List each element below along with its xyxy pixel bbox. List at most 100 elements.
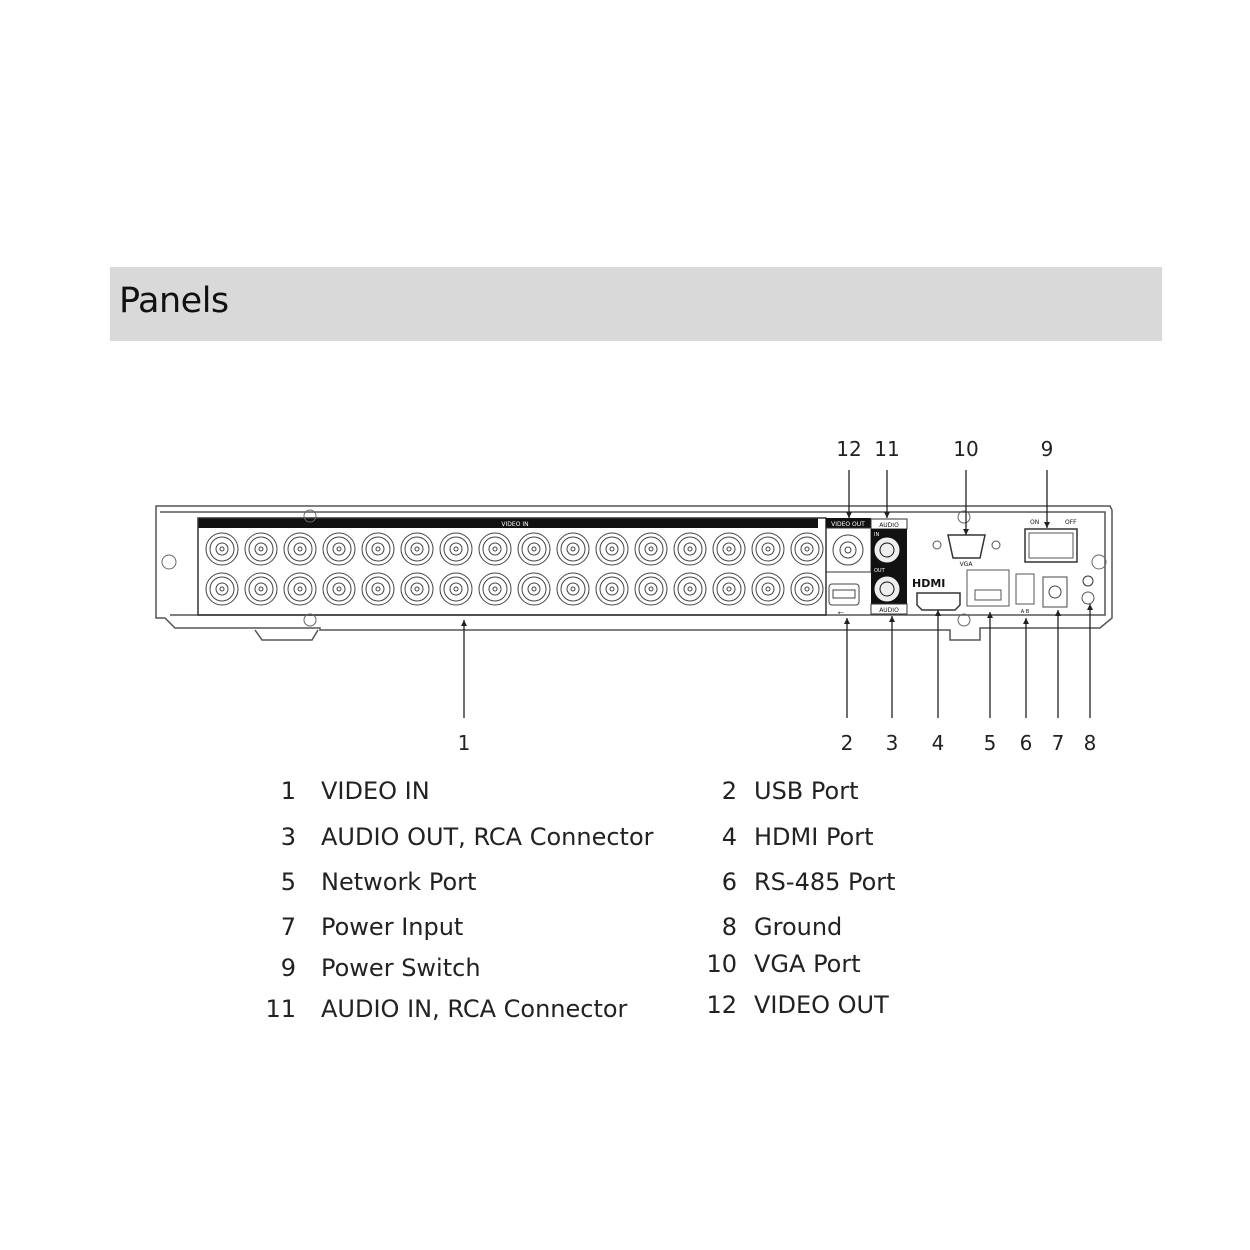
video-out-label: VIDEO OUT <box>831 521 865 528</box>
switch-off-label: OFF <box>1065 519 1077 526</box>
screws <box>161 509 1107 627</box>
bnc-connector <box>634 532 668 566</box>
legend-number: 11 <box>265 995 296 1023</box>
audio-bottom-label-box <box>870 603 908 615</box>
bnc-connector <box>595 532 629 566</box>
bnc-connector <box>478 572 512 606</box>
bnc-connector <box>361 572 395 606</box>
bnc-connector <box>790 572 824 606</box>
legend-label: Power Input <box>321 913 464 941</box>
legend-number: 1 <box>280 777 296 805</box>
callout-number: 7 <box>1052 731 1065 755</box>
callout-number: 11 <box>874 437 899 461</box>
usb-icon: ⭠ <box>838 608 845 617</box>
bnc-connector <box>283 572 317 606</box>
legend-number: 5 <box>280 868 296 896</box>
bnc-connector <box>673 572 707 606</box>
callout-number: 12 <box>836 437 861 461</box>
callout-arrow <box>461 620 467 626</box>
power-input <box>1042 576 1068 608</box>
bnc-connector <box>634 572 668 606</box>
vga-label: VGA <box>960 561 974 568</box>
legend-number: 4 <box>721 823 737 851</box>
audio-bottom-label: AUDIO <box>879 607 899 614</box>
bnc-connector <box>244 532 278 566</box>
callout-arrow <box>1055 610 1061 616</box>
legend-number: 8 <box>721 913 737 941</box>
bnc-connector <box>400 532 434 566</box>
legend-label: RS-485 Port <box>754 868 896 896</box>
callout-number: 2 <box>841 731 854 755</box>
legend-label: AUDIO OUT, RCA Connector <box>321 823 654 851</box>
bnc-connector <box>712 572 746 606</box>
legend-label: Network Port <box>321 868 477 896</box>
legend-label: Ground <box>754 913 843 941</box>
legend-number: 6 <box>721 868 737 896</box>
bnc-connector <box>322 532 356 566</box>
section-header: Panels <box>110 267 1162 341</box>
callout-arrow <box>1044 522 1050 528</box>
video-in-label: VIDEO IN <box>501 521 528 528</box>
power-switch <box>1024 528 1078 563</box>
video-out-connector <box>832 534 864 566</box>
audio-out-label: OUT <box>874 568 886 574</box>
callout-number: 1 <box>458 731 471 755</box>
legend-label: VGA Port <box>754 950 861 978</box>
bnc-connector <box>205 532 239 566</box>
bnc-connector <box>751 532 785 566</box>
callout-number: 10 <box>953 437 978 461</box>
audio-in-label: IN <box>874 532 879 538</box>
rs485-port <box>1015 573 1035 605</box>
ground-screw <box>1081 591 1095 605</box>
legend-number: 3 <box>280 823 296 851</box>
network-port <box>966 569 1010 607</box>
callout-arrow <box>935 610 941 616</box>
bnc-connector <box>283 532 317 566</box>
legend-label: Power Switch <box>321 954 481 982</box>
legend-number: 2 <box>721 777 737 805</box>
bnc-connector <box>361 532 395 566</box>
legend-number: 12 <box>706 991 737 1019</box>
ground-symbol-icon <box>1082 575 1094 587</box>
bnc-connector <box>595 572 629 606</box>
video-in-label-bar <box>198 518 818 528</box>
callout-arrow <box>884 512 890 518</box>
usb-port <box>828 583 860 606</box>
callout-arrow <box>987 612 993 618</box>
bnc-connector <box>400 572 434 606</box>
callout-arrow <box>963 529 969 535</box>
callout-number: 5 <box>984 731 997 755</box>
bnc-connector <box>556 532 590 566</box>
callout-arrow <box>1087 604 1093 610</box>
vga-port <box>947 534 986 559</box>
legend-label: VIDEO IN <box>321 777 430 805</box>
bnc-connector <box>439 532 473 566</box>
callout-arrow <box>1023 618 1029 624</box>
audio-top-label: AUDIO <box>879 522 899 529</box>
bnc-connector <box>673 532 707 566</box>
hdmi-port <box>916 592 961 611</box>
legend-label: VIDEO OUT <box>754 991 889 1019</box>
bnc-connector <box>205 572 239 606</box>
callout-arrow <box>844 618 850 624</box>
bnc-connector <box>322 572 356 606</box>
hdmi-logo: HDMI <box>912 577 945 590</box>
callout-arrow <box>889 616 895 622</box>
legend-number: 10 <box>706 950 737 978</box>
bnc-connector <box>556 572 590 606</box>
callout-number: 6 <box>1020 731 1033 755</box>
bnc-connector <box>244 572 278 606</box>
video-out-label-bar <box>826 518 871 528</box>
callout-number: 8 <box>1084 731 1097 755</box>
section-title: Panels <box>119 281 229 321</box>
callout-number: 4 <box>932 731 945 755</box>
bnc-connector <box>517 532 551 566</box>
rs485-label: A B <box>1021 609 1030 615</box>
legend-number: 9 <box>280 954 296 982</box>
bnc-connector <box>439 572 473 606</box>
callout-arrow <box>846 512 852 518</box>
legend-label: HDMI Port <box>754 823 874 851</box>
audio-in-connector <box>873 536 901 564</box>
